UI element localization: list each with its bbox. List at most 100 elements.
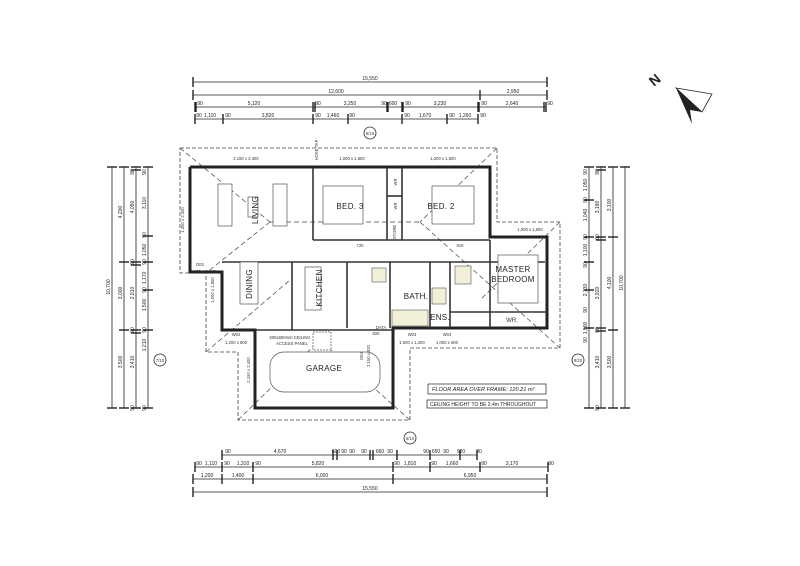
- dimension-label: 6,950: [464, 473, 477, 479]
- dimension-label: 1,460: [327, 113, 340, 119]
- dimension-label: 90: [387, 449, 393, 455]
- dimension-label: 90: [548, 461, 554, 467]
- hose-tap-note: HOSE TAP: [314, 139, 319, 160]
- svg-text:7/10: 7/10: [156, 358, 165, 363]
- svg-text:6/10: 6/10: [406, 436, 415, 441]
- dimension-label: 90: [224, 461, 230, 467]
- door-d03-size: 2,150 x 2,105: [190, 269, 216, 274]
- dimension-label: 5,120: [248, 101, 261, 107]
- window-w02-size: 1,200 x 600: [225, 340, 248, 345]
- window-master-top: 1,000 x 1,800: [517, 227, 543, 232]
- dimension-label: 10,700: [619, 275, 625, 291]
- dimension-label: 3,100: [607, 199, 613, 212]
- dimension-label: 90: [142, 169, 148, 175]
- dimension-label: 90: [341, 449, 347, 455]
- section-marker-top: 5/10: [363, 126, 377, 140]
- dimension-label: 1,200: [201, 473, 214, 479]
- room-ens: ENS.: [430, 313, 450, 322]
- master-bed: [497, 254, 539, 304]
- dimension-label: 2,730: [583, 284, 589, 297]
- dimension-label: 3,920: [595, 287, 601, 300]
- dimension-label: 90: [595, 169, 601, 175]
- dimension-label: 90: [405, 101, 411, 107]
- sofa-left: [217, 183, 233, 227]
- dimension-label: 90: [443, 449, 449, 455]
- dimension-label: 90: [480, 113, 486, 119]
- dimension-label: 3,410: [595, 356, 601, 369]
- dimension-label: 1,810: [404, 461, 417, 467]
- door-d03: D03: [196, 262, 204, 267]
- ceiling-height-note: CEILING HEIGHT TO BE 2.4m THROUGHOUT: [430, 402, 536, 408]
- dimension-label: 90: [595, 327, 601, 333]
- dimension-label: 90: [349, 449, 355, 455]
- door-810: 810: [457, 243, 465, 248]
- window-w04: W04: [443, 332, 452, 337]
- kitchen-bench: [304, 266, 322, 311]
- dimension-label: 90: [130, 169, 136, 175]
- dimension-label: 90: [394, 461, 400, 467]
- dimension-label: 90: [423, 449, 429, 455]
- dimension-label: 650: [432, 449, 441, 455]
- room-kitchen: KITCHEN: [315, 269, 324, 306]
- notes: 600x600mm CEILING ACCESS PANEL HOSE TAP …: [270, 139, 548, 409]
- dimension-label: 90: [197, 101, 203, 107]
- dimension-label: 660: [376, 449, 385, 455]
- dimension-label: 1,100: [583, 244, 589, 257]
- access-panel-note-2: ACCESS PANEL: [276, 341, 308, 346]
- dimension-label: 1,210: [142, 339, 148, 352]
- bath-tub: [391, 309, 429, 327]
- dimension-label: 90: [225, 113, 231, 119]
- dimension-label: 3,820: [262, 113, 275, 119]
- section-marker-right: 8/10: [571, 353, 585, 367]
- dimension-label: 4,050: [130, 201, 136, 214]
- dimension-label: 3,410: [130, 356, 136, 369]
- dimension-label: 90: [583, 234, 589, 240]
- dimension-label: 90: [142, 327, 148, 333]
- room-living: LIVING: [251, 196, 260, 224]
- data-note: DATA: [376, 325, 387, 330]
- dimension-label: 90: [583, 262, 589, 268]
- dimension-label: 1,110: [205, 461, 217, 467]
- dimension-label: 1,050: [583, 179, 589, 192]
- dimension-label: 920: [457, 449, 466, 455]
- svg-text:8/10: 8/10: [574, 358, 583, 363]
- dimension-label: 600: [332, 449, 341, 455]
- room-store: STORE: [392, 225, 397, 240]
- dimension-label: 90: [449, 113, 455, 119]
- dimension-label: 12,600: [328, 89, 344, 95]
- dining-table: [239, 261, 259, 305]
- room-master-2: BEDROOM: [491, 275, 534, 284]
- garage-door-size: 2,150 x 2,400: [246, 357, 251, 383]
- dimension-label: 90: [130, 259, 136, 265]
- dimension-label: 90: [583, 169, 589, 175]
- room-labels: LIVING DINING KITCHEN BED. 3 BED. 2 MAST…: [245, 179, 534, 373]
- dimension-label: 3,500: [118, 356, 124, 369]
- dimension-label: 90: [142, 405, 148, 411]
- bed3-bed: [322, 185, 364, 225]
- section-marker-left: 7/10: [153, 353, 167, 367]
- dimension-label: 3,250: [344, 101, 357, 107]
- room-bath: BATH.: [404, 292, 428, 301]
- window-living-top: 2,150 x 2,400: [233, 156, 259, 161]
- window-w02: W02: [232, 332, 241, 337]
- ceiling-access-panel: [312, 331, 332, 351]
- walls: [188, 165, 549, 410]
- dimension-label: 90: [481, 461, 487, 467]
- window-bed3-top: 1,000 x 1,600: [339, 156, 365, 161]
- car: [269, 351, 381, 393]
- dimension-label: 90: [142, 259, 148, 265]
- dimension-label: 2,640: [506, 101, 519, 107]
- dimension-label: 4,200: [118, 206, 124, 219]
- door-820: 820: [373, 331, 381, 336]
- dimension-label: 4,100: [607, 277, 613, 290]
- dimension-label: 15,550: [362, 76, 378, 82]
- dimension-label: 5,820: [312, 461, 325, 467]
- dimension-label: 90: [404, 113, 410, 119]
- window-w04-size: 1,000 x 600: [436, 340, 459, 345]
- dimension-label: 1,670: [419, 113, 432, 119]
- opening-labels: 2,150 x 2,400 1,000 x 1,600 1,200 x 1,60…: [180, 156, 543, 383]
- vanity: [371, 267, 387, 283]
- dimension-label: 3,110: [142, 197, 148, 209]
- window-living-side: 1,350 x 2,400: [180, 207, 185, 233]
